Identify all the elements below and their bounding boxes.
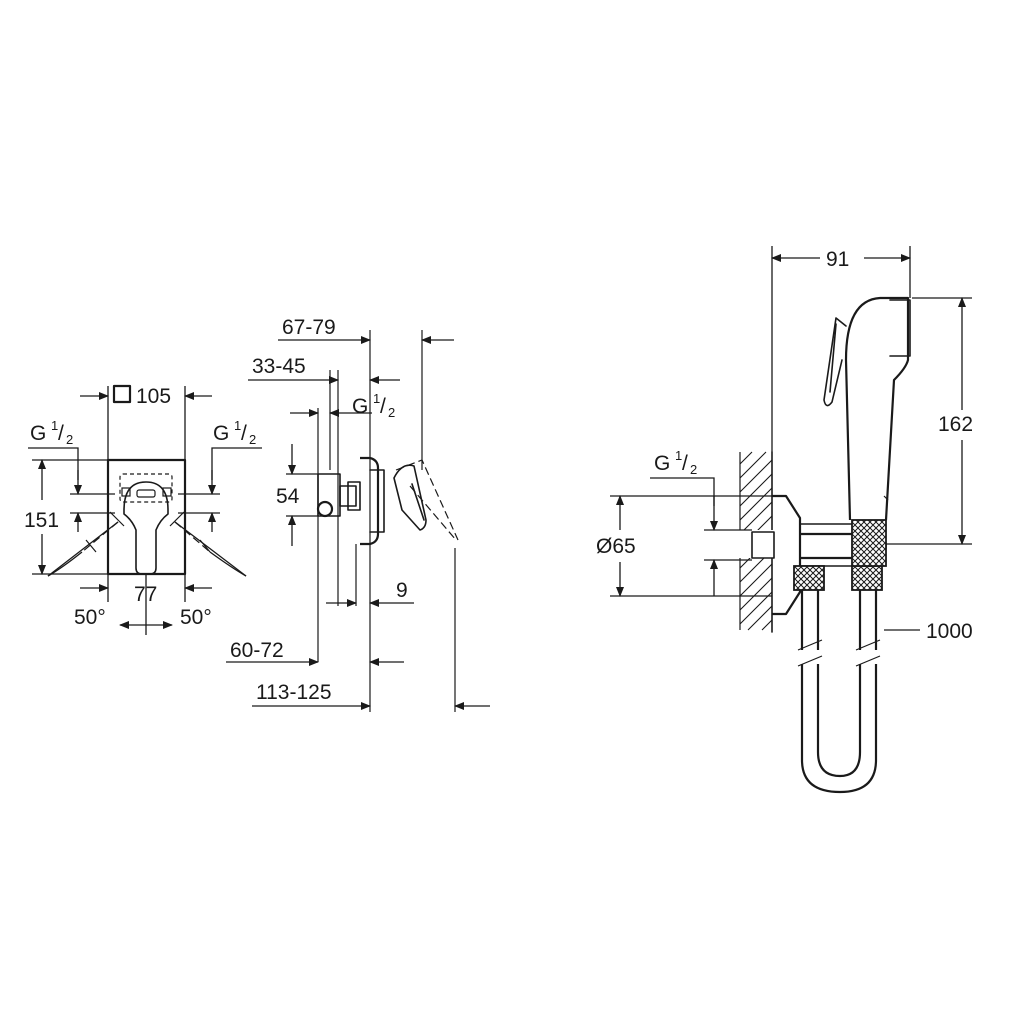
spray-thread: G 1 / 2 [650,448,752,596]
svg-text:/: / [380,395,386,418]
side-dim-54: 54 [276,485,300,508]
front-width-dim: 105 [136,385,171,408]
front-height-dim: 151 [24,509,59,532]
spray-dim-162: 162 [938,413,973,436]
svg-text:1: 1 [675,448,682,463]
wall-hatch [738,451,774,633]
svg-text:/: / [241,422,247,445]
svg-text:G: G [352,395,368,418]
spray-hose-length: 1000 [926,620,973,643]
svg-text:2: 2 [249,432,256,447]
side-view: 67-79 33-45 G 1 / 2 54 9 60-72 [226,316,490,712]
front-angle-right: 50° [180,606,212,629]
svg-text:1: 1 [234,418,241,433]
side-dim-33-45: 33-45 [252,355,306,378]
svg-text:G: G [654,452,670,475]
holder-knurl [851,519,887,567]
spray-view: 91 162 G 1 / 2 Ø65 1000 [596,246,973,794]
svg-text:1: 1 [51,418,58,433]
side-thread: G 1 / 2 [290,391,395,420]
side-dim-113-125: 113-125 [256,681,332,704]
svg-text:/: / [58,422,64,445]
hose-nut-right [851,565,883,591]
side-lever-handle [393,459,459,541]
side-dim-60-72: 60-72 [230,639,284,662]
svg-text:2: 2 [388,405,395,420]
svg-text:2: 2 [66,432,73,447]
svg-text:1: 1 [373,391,380,406]
side-valve-body [316,456,385,546]
svg-text:G: G [213,422,229,445]
square-symbol-icon [112,384,132,404]
spray-dim-diameter: Ø65 [596,535,636,558]
front-thread-left: G 1 / 2 [28,418,115,532]
front-lever [109,473,185,575]
svg-text:/: / [682,452,688,475]
front-view: 105 G 1 / 2 G 1 / 2 1 [24,384,262,635]
side-dim-9: 9 [396,579,408,602]
hand-spray [823,296,911,521]
side-dim-67-79: 67-79 [282,316,336,339]
hose-nut-left [793,565,825,591]
front-angle-left: 50° [74,606,106,629]
spray-dim-91: 91 [826,248,849,271]
front-thread-right: G 1 / 2 [178,418,262,532]
svg-text:G: G [30,422,46,445]
hose [796,590,882,794]
svg-text:2: 2 [690,462,697,477]
